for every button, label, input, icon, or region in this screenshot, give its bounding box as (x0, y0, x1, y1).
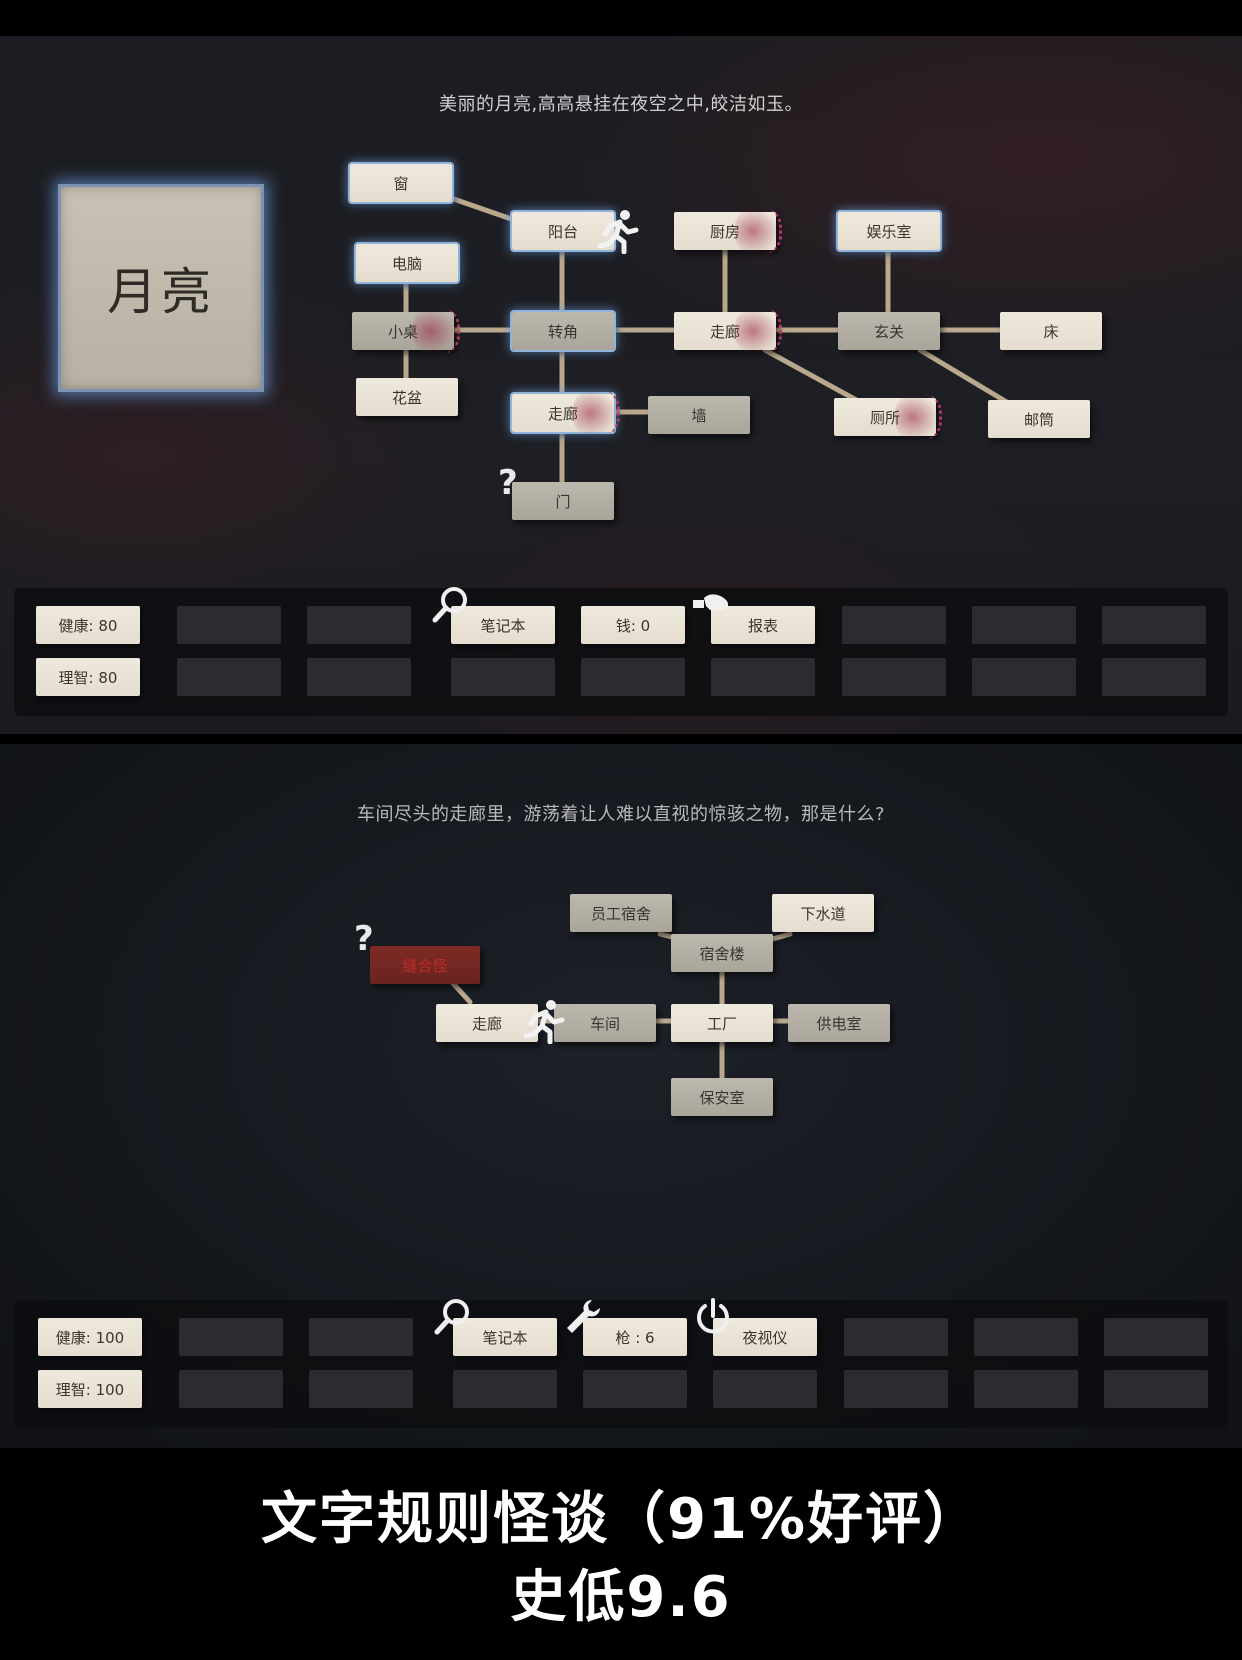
wrench-icon[interactable] (562, 1296, 604, 1338)
inventory-slot[interactable] (1104, 1370, 1208, 1408)
focus-card-moon[interactable]: 月亮 (58, 184, 264, 392)
item-notebook[interactable]: 笔记本 (451, 606, 555, 644)
inventory-slot[interactable] (177, 658, 281, 696)
inventory-slot[interactable] (713, 1370, 817, 1408)
node-balcony[interactable]: 阳台 (512, 212, 614, 250)
magnifier-icon[interactable] (432, 1296, 474, 1338)
inventory-slot[interactable] (1104, 1318, 1208, 1356)
inventory-slot[interactable] (974, 1370, 1078, 1408)
stat-sanity: 理智: 80 (36, 658, 140, 696)
node-workshop[interactable]: 车间 (554, 1004, 656, 1042)
node-staff-dorm[interactable]: 员工宿舍 (570, 894, 672, 932)
node-security-room[interactable]: 保安室 (671, 1078, 773, 1116)
node-factory[interactable]: 工厂 (671, 1004, 773, 1042)
inventory-slot[interactable] (307, 658, 411, 696)
hand-grab-icon[interactable] (690, 586, 732, 628)
inventory-slot[interactable] (1102, 658, 1206, 696)
node-bed[interactable]: 床 (1000, 312, 1102, 350)
inventory-slot[interactable] (309, 1318, 413, 1356)
inventory-slot[interactable] (451, 658, 555, 696)
node-computer[interactable]: 电脑 (356, 244, 458, 282)
inventory-slot[interactable] (842, 606, 946, 644)
scene-description: 车间尽头的走廊里，游荡着让人难以直视的惊骇之物，那是什么? (356, 804, 886, 825)
power-icon[interactable] (692, 1296, 734, 1338)
unknown-question-icon: ? (354, 919, 374, 959)
inventory-slot[interactable] (974, 1318, 1078, 1356)
node-door[interactable]: 门 (512, 482, 614, 520)
stat-health: 健康: 100 (38, 1318, 142, 1356)
node-sewer[interactable]: 下水道 (772, 894, 874, 932)
inventory-slot[interactable] (842, 658, 946, 696)
node-flowerpot[interactable]: 花盆 (356, 378, 458, 416)
node-kitchen[interactable]: 厨房 (674, 208, 782, 254)
scene-description: 美丽的月亮,高高悬挂在夜空之中,皎洁如玉。 (439, 94, 803, 115)
node-corridor-main[interactable]: 走廊 (674, 308, 782, 354)
inventory-slot[interactable] (844, 1370, 948, 1408)
node-power-room[interactable]: 供电室 (788, 1004, 890, 1042)
node-entrance[interactable]: 玄关 (838, 312, 940, 350)
game-screen-house: 美丽的月亮,高高悬挂在夜空之中,皎洁如玉。 月亮 窗 电脑 小桌 花盆 阳台 转… (0, 36, 1242, 734)
inventory-slot[interactable] (307, 606, 411, 644)
item-night-vision[interactable]: 夜视仪 (713, 1318, 817, 1356)
inventory-slot[interactable] (711, 658, 815, 696)
node-wall[interactable]: 墙 (648, 396, 750, 434)
node-toilet[interactable]: 厕所 (834, 394, 942, 440)
magnifier-icon[interactable] (430, 584, 472, 626)
node-dorm-building[interactable]: 宿舍楼 (671, 934, 773, 972)
promo-price: 史低9.6 (510, 1565, 732, 1630)
inventory-slot[interactable] (581, 658, 685, 696)
stat-health: 健康: 80 (36, 606, 140, 644)
map-connections (447, 931, 793, 1083)
game-screen-factory: 车间尽头的走廊里，游荡着让人难以直视的惊骇之物，那是什么? 员工宿舍 下水道 宿… (0, 744, 1242, 1448)
inventory-slot[interactable] (179, 1370, 283, 1408)
node-mailbox[interactable]: 邮筒 (988, 400, 1090, 438)
unknown-question-icon: ? (498, 463, 518, 503)
player-running-icon (523, 1000, 565, 1044)
item-notebook[interactable]: 笔记本 (453, 1318, 557, 1356)
inventory-slot[interactable] (583, 1370, 687, 1408)
inventory-slot[interactable] (179, 1318, 283, 1356)
node-window[interactable]: 窗 (350, 164, 452, 202)
node-corridor-lower[interactable]: 走廊 (512, 390, 620, 436)
node-desk[interactable]: 小桌 (352, 308, 460, 354)
inventory-slot[interactable] (309, 1370, 413, 1408)
inventory-slot[interactable] (453, 1370, 557, 1408)
inventory-slot[interactable] (844, 1318, 948, 1356)
node-stitched-monster[interactable]: 缝合怪 (370, 946, 480, 984)
map-connections (403, 193, 1013, 485)
node-entertainment-room[interactable]: 娱乐室 (838, 212, 940, 250)
item-report[interactable]: 报表 (711, 606, 815, 644)
item-gun[interactable]: 枪 : 6 (583, 1318, 687, 1356)
inventory-slot[interactable] (1102, 606, 1206, 644)
stat-sanity: 理智: 100 (38, 1370, 142, 1408)
node-corner[interactable]: 转角 (512, 312, 614, 350)
inventory-slot[interactable] (177, 606, 281, 644)
player-running-icon (597, 210, 639, 254)
node-corridor[interactable]: 走廊 (436, 1004, 538, 1042)
inventory-slot[interactable] (972, 606, 1076, 644)
promo-title: 文字规则怪谈（91%好评） (260, 1487, 982, 1552)
item-money[interactable]: 钱: 0 (581, 606, 685, 644)
inventory-slot[interactable] (972, 658, 1076, 696)
